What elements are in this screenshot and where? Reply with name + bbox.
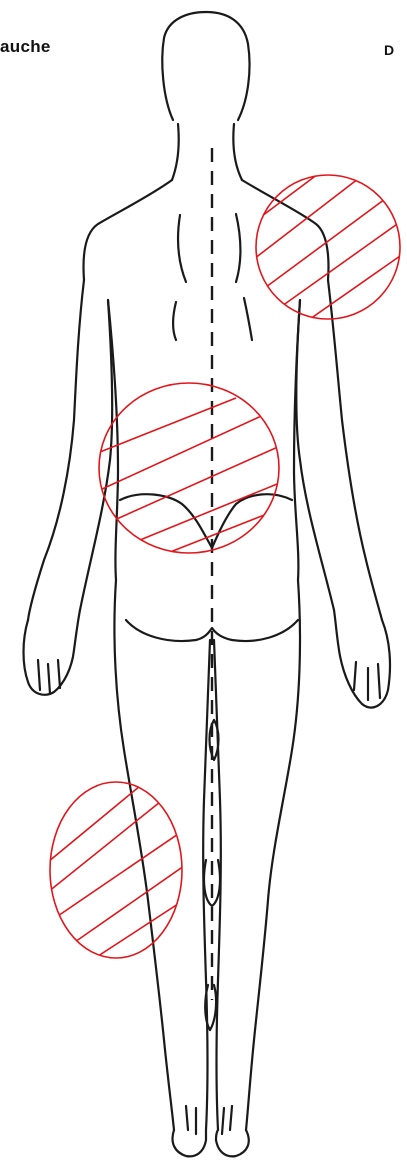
zone-lower-back (99, 383, 282, 556)
scapula-left (173, 215, 186, 340)
neck-outline (172, 124, 242, 180)
right-foot (216, 1106, 249, 1156)
left-hand (24, 610, 81, 695)
left-arm-inner (80, 300, 112, 610)
left-foot (173, 1106, 207, 1156)
right-arm-inner (296, 300, 334, 610)
scapula-right (236, 214, 252, 340)
waist-left (120, 494, 212, 548)
left-arm-outer (28, 280, 84, 620)
left-leg-outer (114, 580, 174, 1130)
right-hand (334, 610, 390, 708)
body-outline (24, 12, 391, 1156)
right-arm-outer (328, 280, 382, 620)
right-leg-outer (246, 580, 300, 1130)
waist-right (212, 494, 292, 548)
zone-left-thigh (48, 782, 184, 960)
head-outline (162, 12, 249, 120)
